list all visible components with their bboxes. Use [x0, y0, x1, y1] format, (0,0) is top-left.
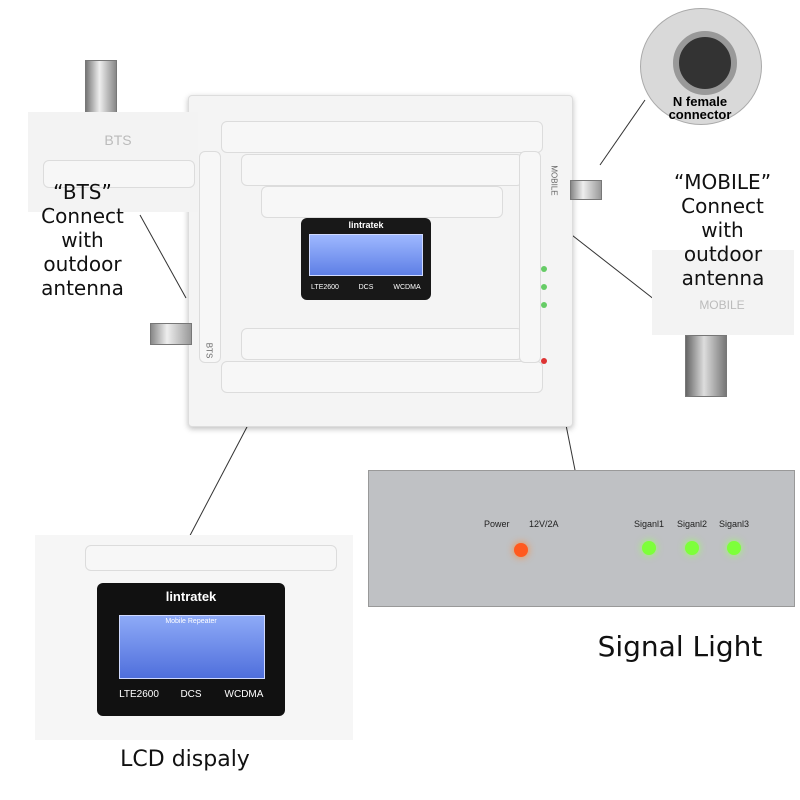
bts-line: outdoor [43, 252, 122, 276]
signal-label-3: Siganl3 [719, 519, 750, 529]
bts-line: Connect [41, 204, 124, 228]
panel-rib [519, 151, 541, 363]
bts-callout: “BTS” Connect with outdoor antenna [20, 180, 145, 300]
bts-top-connector [85, 60, 117, 117]
signal-label-2: Siganl2 [677, 519, 708, 529]
port-label-mobile: MOBILE [549, 165, 559, 196]
connector-ring [673, 31, 737, 95]
lcd-display-caption: LCD dispaly [120, 747, 250, 772]
lcd-band-1: LTE2600 [311, 284, 339, 291]
status-led-power [541, 358, 547, 364]
lcd-screen [309, 234, 423, 276]
bts-panel-detail: BTS [28, 112, 198, 212]
mobile-line: antenna [681, 266, 765, 290]
panel-rib [199, 151, 221, 363]
signal1-led [642, 541, 656, 555]
bts-panel-label: BTS [104, 132, 132, 148]
signal-label-voltage: 12V/2A [529, 519, 559, 529]
signal-light-photo: Power 12V/2A Siganl1 Siganl2 Siganl3 [368, 470, 795, 607]
lcd-large-screen [119, 615, 265, 679]
mobile-connector [570, 180, 602, 200]
bts-line: “BTS” [53, 180, 112, 204]
connector-callout: N female connector [650, 95, 750, 121]
bts-line: with [61, 228, 104, 252]
panel-rib [221, 121, 543, 153]
signal-light-caption: Signal Light [597, 630, 763, 663]
lcd-detail-photo: lintratek Mobile Repeater LTE2600 DCS WC… [35, 535, 353, 740]
n-female-connector-photo [640, 8, 762, 125]
bts-connector [150, 323, 192, 345]
port-label-bts: BTS [204, 342, 214, 359]
mobile-panel-detail: outdoor antenna MOBILE [652, 242, 794, 335]
lcd-large: lintratek Mobile Repeater LTE2600 DCS WC… [97, 583, 285, 716]
signal-label-power: Power [484, 519, 510, 529]
lcd-band-3: WCDMA [393, 284, 421, 291]
brand-logo: lintratek [348, 220, 384, 230]
lcd-large-band-2: DCS [180, 689, 202, 700]
signal3-led [727, 541, 741, 555]
signal-label-1: Siganl1 [634, 519, 665, 529]
panel-rib [221, 361, 543, 393]
lcd-large-model: Mobile Repeater [165, 618, 217, 625]
mobile-panel-label: MOBILE [699, 298, 745, 312]
lcd-large-band-1: LTE2600 [119, 689, 159, 700]
status-led-signal3 [541, 266, 547, 272]
mobile-line: with [701, 218, 744, 242]
mobile-line: “MOBILE” [673, 170, 772, 194]
panel-rib [43, 160, 195, 188]
mobile-line: Connect [681, 194, 764, 218]
repeater-unit: lintratek LTE2600 DCS WCDMA BTS MOBILE [188, 95, 573, 427]
status-led-signal1 [541, 302, 547, 308]
lcd-large-brand: lintratek [165, 589, 217, 604]
status-led-signal2 [541, 284, 547, 290]
lcd-large-band-3: WCDMA [224, 689, 264, 700]
power-led [514, 543, 528, 557]
connector-line: connector [668, 107, 732, 122]
panel-rib [85, 545, 337, 571]
signal2-led [685, 541, 699, 555]
lcd-display: lintratek LTE2600 DCS WCDMA [301, 218, 431, 300]
lcd-band-2: DCS [358, 284, 374, 291]
connector-line: N female [672, 94, 728, 109]
bts-line: antenna [41, 276, 124, 300]
mobile-line: outdoor [683, 242, 763, 266]
panel-rib [241, 328, 523, 360]
panel-rib [241, 154, 523, 186]
mobile-callout: “MOBILE” Connect with [655, 170, 790, 242]
panel-rib [261, 186, 503, 218]
mobile-bottom-connector [685, 335, 727, 397]
